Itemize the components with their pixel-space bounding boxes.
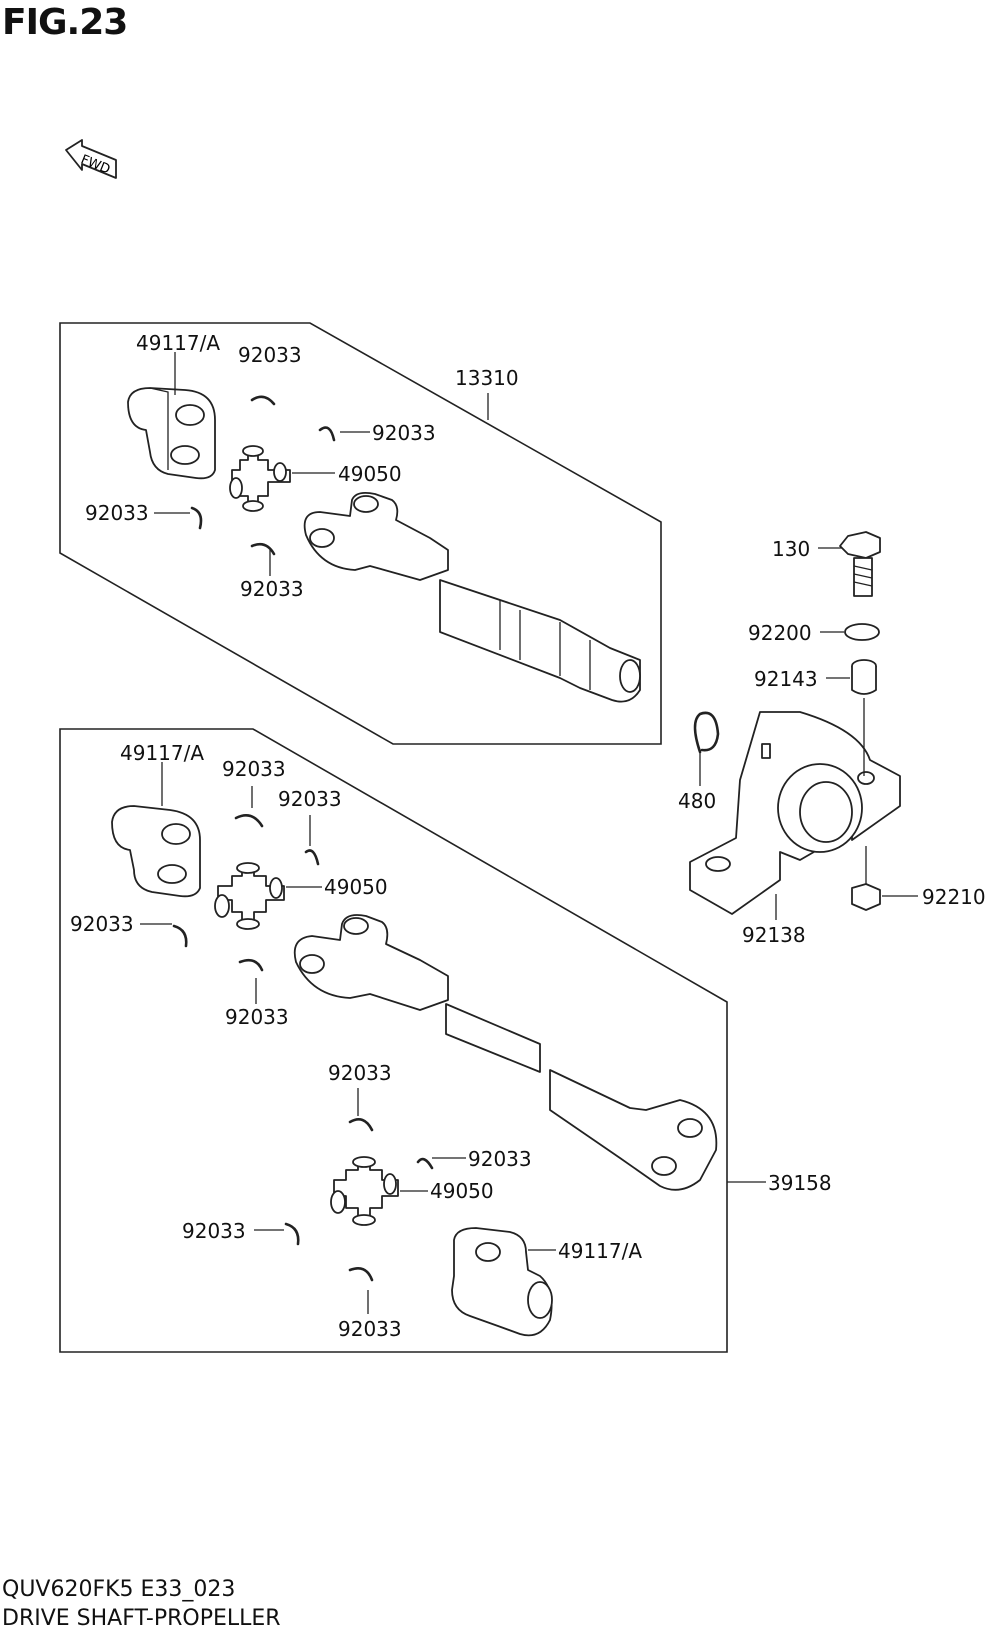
group-outline-39158 (59, 728, 728, 1353)
bearing-housing-92138 (689, 711, 901, 915)
callout-b7: 92033 (328, 1061, 392, 1085)
callout-b10: 39158 (768, 1171, 832, 1195)
callout-b3: 92033 (278, 787, 342, 811)
callout-c1: 130 (772, 537, 810, 561)
callout-b4: 49050 (324, 875, 388, 899)
callout-c5: 92210 (922, 885, 986, 909)
callout-b9: 49050 (430, 1179, 494, 1203)
callout-a1: 49117/A (136, 331, 220, 355)
callout-b13: 92033 (338, 1317, 402, 1341)
circlips-92033-upper (190, 395, 336, 556)
callout-a5: 49050 (338, 462, 402, 486)
yoke-49117a-lower (451, 1227, 553, 1337)
callout-c6: 92138 (742, 923, 806, 947)
cross-joint-49050-upper (229, 445, 291, 512)
collar-92143 (851, 659, 877, 695)
callout-b11: 92033 (182, 1219, 246, 1243)
shaft-13310 (303, 491, 641, 703)
washer-92200 (844, 623, 880, 641)
circlip-480 (693, 711, 720, 754)
callout-b5: 92033 (70, 912, 134, 936)
callout-a2: 92033 (238, 343, 302, 367)
model-code: QUV620FK5 E33_023 (2, 1577, 236, 1602)
callout-c4: 480 (678, 789, 716, 813)
callout-a4: 92033 (372, 421, 436, 445)
callout-c3: 92143 (754, 667, 818, 691)
callout-b12: 49117/A (558, 1239, 642, 1263)
yoke-49117a-middle (111, 805, 201, 898)
circlips-92033-lower (284, 1118, 434, 1282)
callout-b1: 49117/A (120, 741, 204, 765)
circlips-92033-middle (172, 814, 320, 972)
callout-a6: 92033 (85, 501, 149, 525)
callout-a7: 92033 (240, 577, 304, 601)
callout-b8: 92033 (468, 1147, 532, 1171)
cross-joint-49050-middle (214, 862, 285, 930)
diagram-name: DRIVE SHAFT-PROPELLER (2, 1606, 281, 1631)
callout-a3: 13310 (455, 366, 519, 390)
callout-b6: 92033 (225, 1005, 289, 1029)
group-outline-13310 (59, 322, 662, 745)
bolt-130 (839, 531, 881, 597)
shaft-39158 (293, 914, 718, 1191)
yoke-49117a-upper (127, 387, 216, 480)
callout-c2: 92200 (748, 621, 812, 645)
callout-b2: 92033 (222, 757, 286, 781)
fwd-arrow-icon: FWD (65, 139, 117, 179)
nut-92210 (851, 883, 881, 911)
figure-title: FIG.23 (2, 2, 128, 43)
cross-joint-49050-lower (330, 1156, 399, 1226)
